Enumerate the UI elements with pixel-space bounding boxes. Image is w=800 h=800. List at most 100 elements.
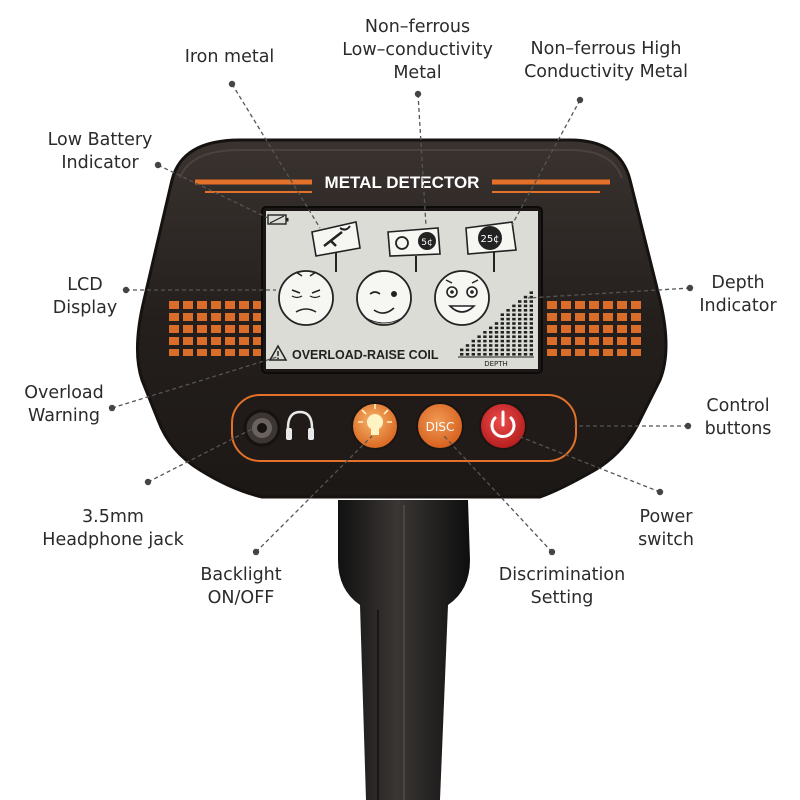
depth-segment	[460, 348, 464, 352]
depth-segment	[506, 353, 510, 356]
leader-iron	[231, 83, 321, 229]
callout-line: Low Battery	[47, 130, 153, 150]
callout-nonferrous-low: Non–ferrous Low–conductivity Metal	[320, 16, 515, 85]
callout-nonferrous-high: Non–ferrous High Conductivity Metal	[506, 38, 706, 84]
depth-segment	[518, 300, 522, 303]
depth-segment	[523, 295, 528, 299]
depth-bars	[460, 291, 533, 356]
callout-line: Overload	[24, 383, 104, 403]
quarter-coin-sign-icon: 25¢	[465, 221, 517, 272]
leader-depth	[527, 287, 691, 299]
leader-dot	[686, 284, 694, 292]
leader-dot	[684, 422, 692, 430]
depth-segment	[512, 344, 516, 347]
callout-line: Iron metal	[184, 47, 275, 67]
callout-line: Indicator	[61, 153, 139, 173]
depth-segment	[529, 322, 533, 325]
depth-segment	[489, 339, 493, 343]
callout-line: Metal	[393, 63, 442, 83]
backlight-button[interactable]	[351, 402, 399, 450]
callout-line: Backlight	[200, 565, 282, 585]
depth-segment	[483, 331, 487, 334]
battery-icon	[267, 214, 289, 225]
depth-segment	[506, 339, 510, 343]
callout-line: Depth	[711, 273, 765, 293]
depth-segment	[477, 335, 481, 338]
depth-segment	[523, 313, 528, 316]
depth-segment	[529, 331, 533, 334]
callout-line: Non–ferrous High	[530, 39, 682, 59]
callout-line: Display	[52, 298, 118, 318]
callout-line: switch	[638, 530, 694, 550]
iron-sign-icon	[311, 221, 361, 272]
depth-segment	[500, 331, 504, 334]
leader-dot	[122, 286, 130, 294]
depth-segment	[489, 344, 493, 347]
speaker-grid-left	[168, 298, 264, 356]
depth-segment	[477, 348, 481, 352]
depth-segment	[518, 353, 522, 356]
depth-segment	[483, 335, 487, 338]
leader-lines	[111, 83, 691, 553]
depth-label: DEPTH	[484, 360, 508, 368]
leader-dot	[548, 548, 556, 556]
depth-segment	[518, 309, 522, 312]
depth-segment	[529, 339, 533, 343]
depth-segment	[512, 348, 516, 352]
callout-line: Discrimination	[498, 565, 626, 585]
depth-segment	[512, 317, 516, 321]
depth-segment	[529, 309, 533, 312]
depth-segment	[489, 348, 493, 352]
depth-segment	[494, 339, 499, 343]
callout-line: Conductivity Metal	[524, 62, 688, 82]
depth-segment	[518, 335, 522, 338]
callout-control-buttons: Control buttons	[690, 395, 786, 441]
callout-line: Low–conductivity	[342, 40, 493, 60]
depth-segment	[529, 313, 533, 316]
depth-segment	[460, 353, 464, 356]
depth-segment	[512, 335, 516, 338]
leader-dot	[228, 80, 236, 88]
depth-segment	[477, 353, 481, 356]
depth-segment	[500, 313, 504, 316]
depth-segment	[512, 304, 516, 308]
callout-line: Control	[706, 396, 770, 416]
depth-segment	[529, 317, 533, 321]
depth-segment	[523, 331, 528, 334]
power-button[interactable]	[479, 402, 527, 450]
depth-segment	[465, 348, 470, 352]
leader-dot	[252, 548, 260, 556]
wink-face-icon	[356, 270, 412, 326]
headphone-jack[interactable]	[243, 409, 281, 447]
depth-segment	[523, 335, 528, 338]
depth-segment	[529, 353, 533, 356]
depth-segment	[477, 344, 481, 347]
callout-overload-warning: Overload Warning	[14, 382, 114, 428]
coin-high-label: 25¢	[480, 234, 499, 245]
depth-segment	[523, 317, 528, 321]
depth-segment	[518, 304, 522, 308]
depth-segment	[523, 309, 528, 312]
depth-segment	[529, 326, 533, 330]
speaker-grid-right	[542, 298, 642, 356]
depth-segment	[512, 353, 516, 356]
depth-segment	[500, 322, 504, 325]
callout-line: Setting	[530, 588, 594, 608]
callout-line: Non–ferrous	[364, 17, 471, 37]
leader-dots	[108, 80, 694, 556]
depth-segment	[465, 353, 470, 356]
disc-button[interactable]: DISC	[416, 402, 464, 450]
depth-segment	[518, 326, 522, 330]
depth-segment	[483, 344, 487, 347]
depth-segment	[523, 304, 528, 308]
depth-segment	[471, 353, 475, 356]
depth-segment	[529, 291, 533, 294]
depth-segment	[518, 344, 522, 347]
callout-line: buttons	[704, 419, 772, 439]
depth-segment	[494, 331, 499, 334]
leader-dot	[656, 488, 664, 496]
depth-segment	[483, 348, 487, 352]
depth-segment	[529, 348, 533, 352]
depth-segment	[518, 331, 522, 334]
